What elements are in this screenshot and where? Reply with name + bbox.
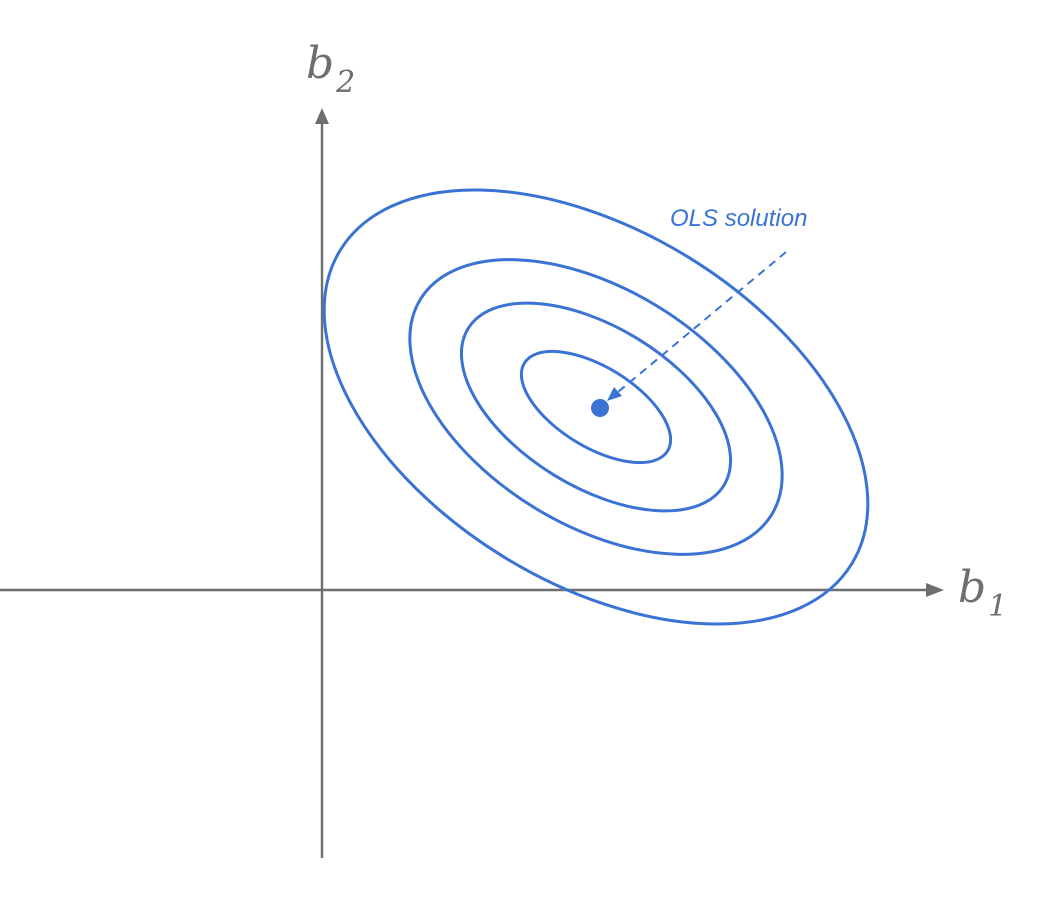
ols-solution-point	[591, 399, 609, 417]
loss-contours	[322, 188, 870, 626]
x-axis-label: b1	[958, 562, 1007, 624]
x-axis-symbol: b	[958, 562, 986, 613]
ols-solution-label: OLS solution	[670, 205, 807, 232]
contour-ellipse-2	[459, 301, 733, 513]
y-axis-symbol: b	[306, 38, 334, 89]
y-axis-subscript: 2	[335, 65, 355, 100]
contour-ellipse-1	[519, 349, 673, 465]
x-axis-subscript: 1	[988, 589, 1007, 624]
callout-arrowhead	[607, 387, 622, 401]
contour-ellipse-4	[322, 188, 870, 626]
y-axis-label: b2	[306, 38, 355, 100]
x-axis-arrowhead	[926, 583, 944, 597]
y-axis-arrowhead	[315, 108, 329, 124]
callout-arrow-line	[617, 251, 787, 393]
contour-ellipse-3	[408, 258, 784, 556]
